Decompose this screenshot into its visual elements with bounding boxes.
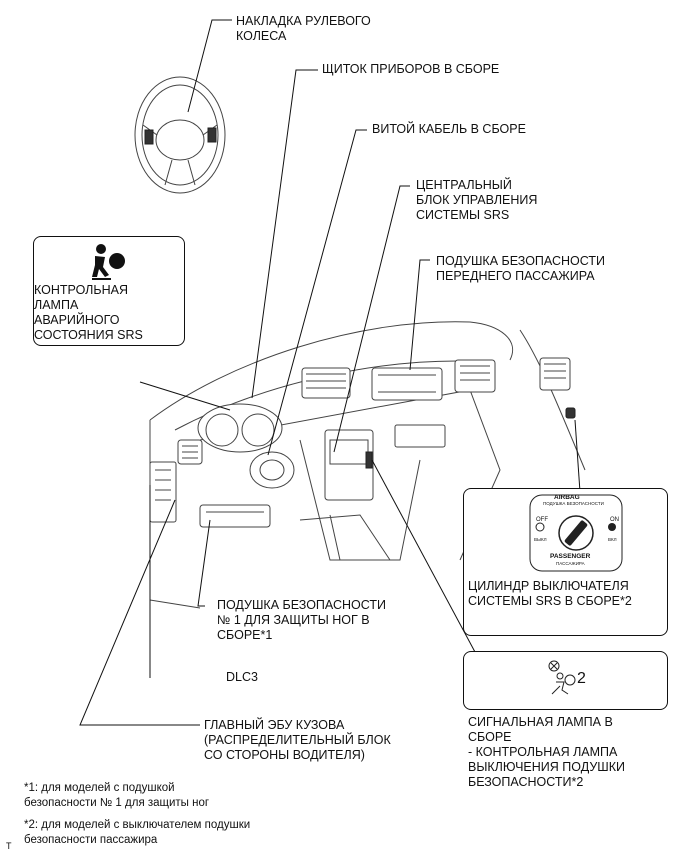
switch-face-on-ru: ВКЛ [608, 537, 617, 542]
indicator-light-callout: 2 [463, 651, 668, 710]
label-steering-wheel-pad: НАКЛАДКА РУЛЕВОГО КОЛЕСА [236, 14, 371, 43]
label-indicator-light: СИГНАЛЬНАЯ ЛАМПА В СБОРЕ - КОНТРОЛЬНАЯ Л… [468, 715, 625, 789]
switch-face-top-text: AIRBAG [554, 494, 580, 501]
srs-warning-light-callout: КОНТРОЛЬНАЯ ЛАМПА АВАРИЙНОГО СОСТОЯНИЯ S… [33, 236, 185, 346]
label-main-body-ecu: ГЛАВНЫЙ ЭБУ КУЗОВА (РАСПРЕДЕЛИТЕЛЬНЫЙ БЛ… [204, 718, 391, 762]
footnote-1: *1: для моделей с подушкой безопасности … [24, 782, 210, 809]
indicator-icon-number: 2 [577, 670, 586, 687]
switch-face-off: OFF [536, 517, 548, 523]
footnote-2: *2: для моделей с выключателем подушки б… [24, 819, 251, 846]
corner-mark: T [6, 841, 12, 851]
steering-wheel-drawing [134, 76, 226, 194]
label-knee-airbag: ПОДУШКА БЕЗОПАСНОСТИ № 1 ДЛЯ ЗАЩИТЫ НОГ … [217, 598, 386, 642]
dashboard-drawing [149, 321, 586, 609]
label-cutoff-switch-cylinder: ЦИЛИНДР ВЫКЛЮЧАТЕЛЯ СИСТЕМЫ SRS В СБОРЕ*… [468, 579, 632, 608]
passenger-airbag-off-icon [548, 660, 576, 695]
label-dlc3: DLC3 [226, 670, 258, 684]
switch-face-top-sub: ПОДУШКА БЕЗОПАСНОСТИ [543, 501, 604, 506]
leader-lines [79, 19, 581, 726]
label-center-srs-unit: ЦЕНТРАЛЬНЫЙ БЛОК УПРАВЛЕНИЯ СИСТЕМЫ SRS [416, 178, 538, 222]
srs-airbag-warning-icon [92, 244, 125, 280]
switch-face-on: ON [610, 517, 619, 523]
label-spiral-cable: ВИТОЙ КАБЕЛЬ В СБОРЕ [372, 122, 526, 136]
switch-face-bottom-sub: ПАССАЖИРА [556, 561, 585, 566]
label-combination-meter: ЩИТОК ПРИБОРОВ В СБОРЕ [322, 62, 500, 76]
switch-face-bottom-text: PASSENGER [550, 553, 591, 560]
label-passenger-airbag: ПОДУШКА БЕЗОПАСНОСТИ ПЕРЕДНЕГО ПАССАЖИРА [436, 254, 605, 283]
label-srs-warning-light: КОНТРОЛЬНАЯ ЛАМПА АВАРИЙНОГО СОСТОЯНИЯ S… [34, 283, 143, 342]
switch-face-off-ru: ВЫКЛ [534, 537, 547, 542]
srs-cutoff-switch-callout: AIRBAG ПОДУШКА БЕЗОПАСНОСТИ OFF ON ВЫКЛ … [463, 488, 668, 636]
airbag-switch-face-drawing [529, 494, 623, 572]
